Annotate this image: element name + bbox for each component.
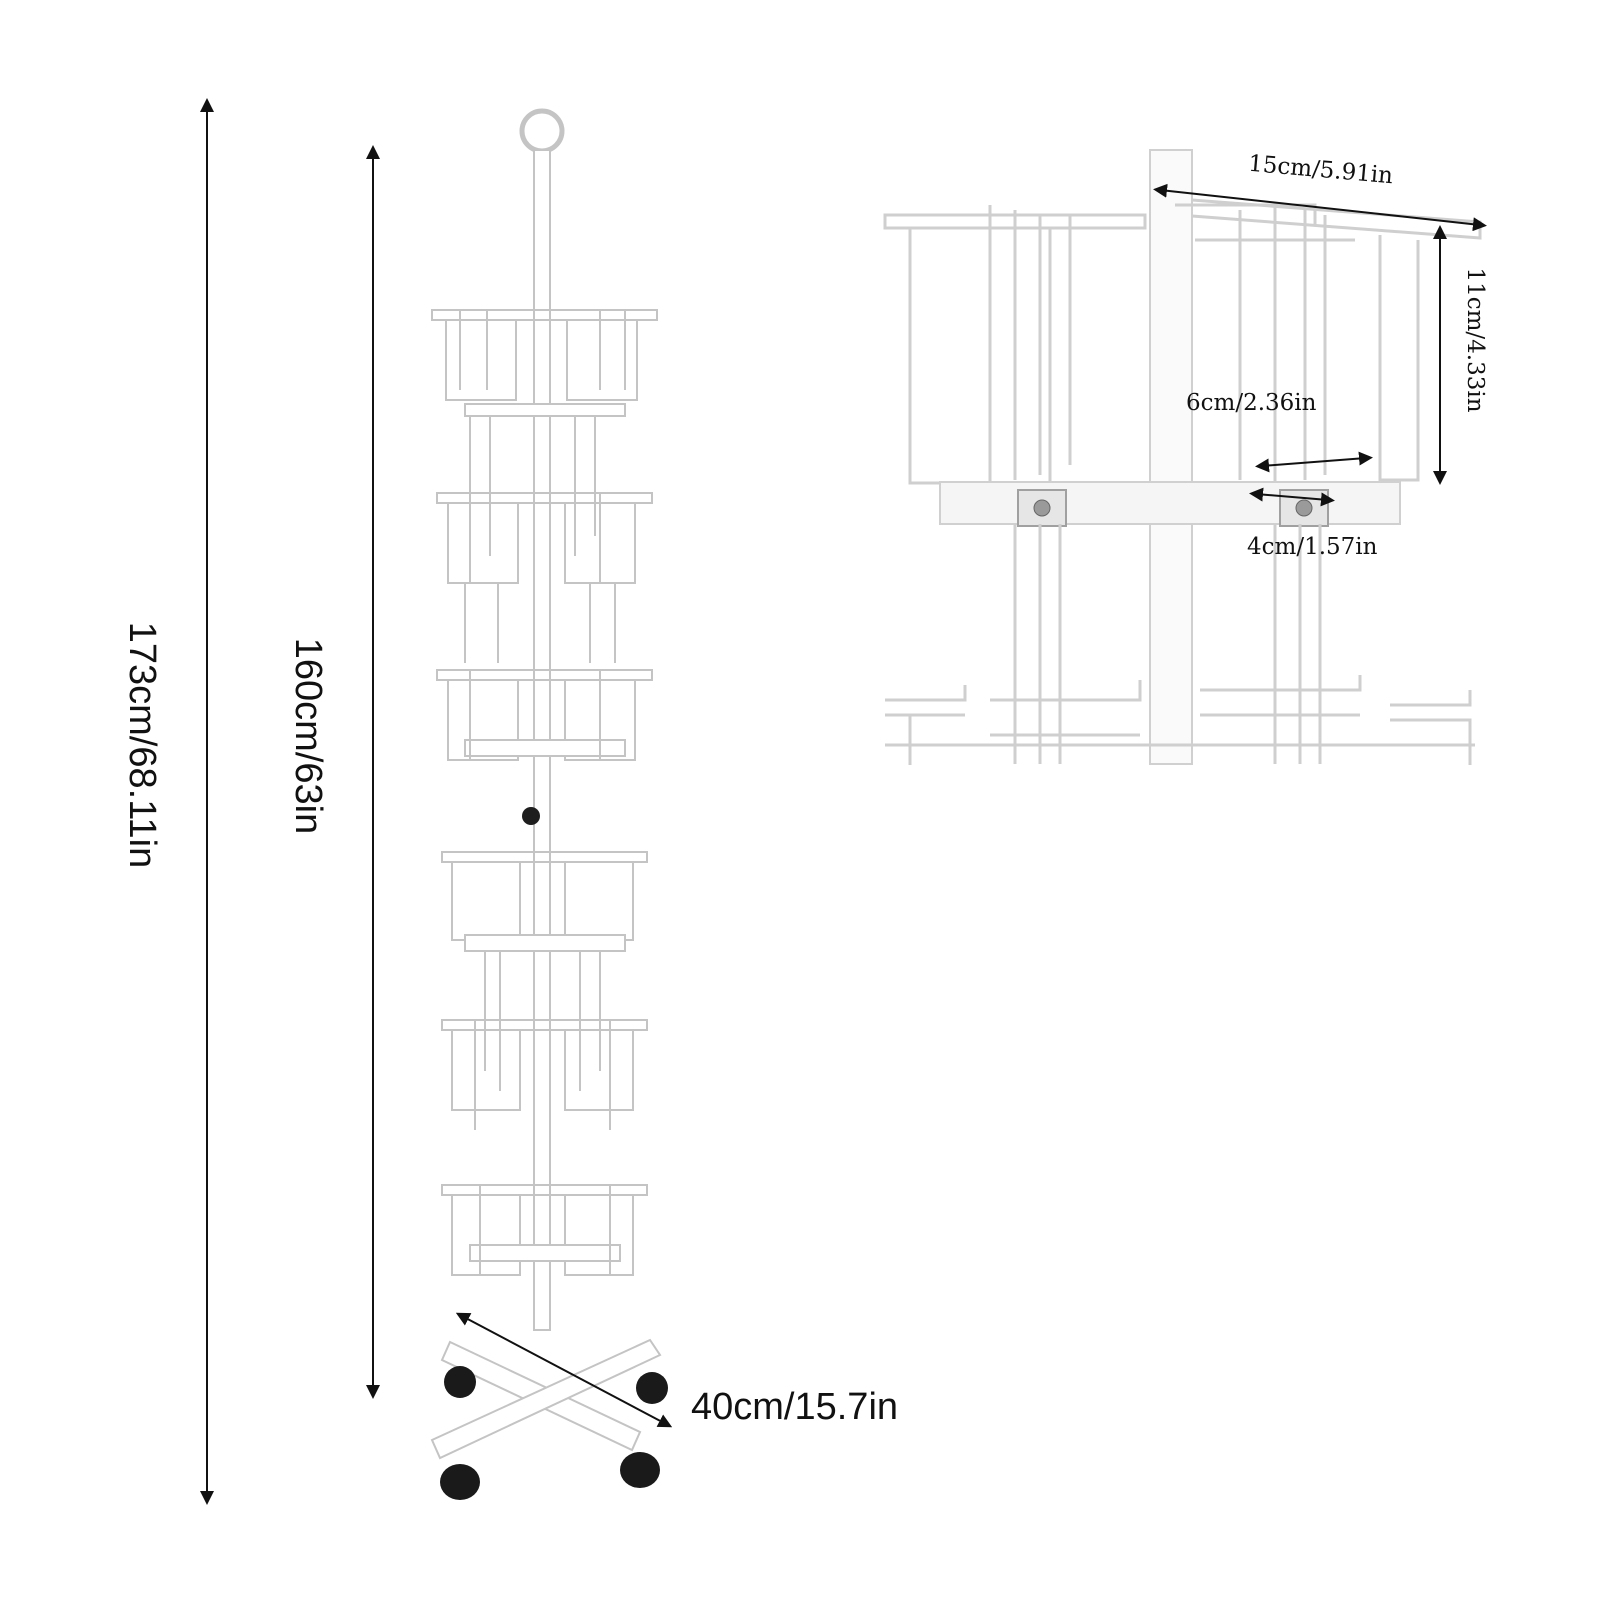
wheel-front-right [620, 1452, 660, 1488]
basket-tier-3 [436, 669, 653, 761]
basket-width-label: 15cm/5.91in [1247, 151, 1394, 190]
slot-width-arrow [1249, 487, 1335, 507]
basket-tier-6 [441, 1184, 648, 1276]
total-height-label: 173cm/68.11in [121, 622, 163, 868]
lock-knob [522, 807, 540, 825]
base-width-arrow [455, 1312, 673, 1428]
cross-base [430, 1338, 662, 1460]
basket-tier-1 [431, 309, 658, 556]
basket-depth-arrow [1255, 451, 1373, 473]
basket-closeup-illustration [883, 149, 1482, 765]
closeup-screw-left [1033, 499, 1051, 517]
basket-depth-label: 6cm/2.36in [1186, 390, 1317, 416]
full-rack-illustration [430, 108, 668, 1500]
basket-tier-4 [441, 851, 648, 1091]
closeup-pole [1149, 149, 1193, 765]
slot-width-label: 4cm/1.57in [1247, 534, 1378, 560]
base-width-label: 40cm/15.7in [691, 1386, 898, 1428]
basket-tiers [431, 309, 658, 1276]
basket-width-arrow [1153, 183, 1487, 232]
closeup-screw-right [1295, 499, 1313, 517]
basket-tier-2 [436, 492, 653, 663]
wheel-front-left [440, 1464, 480, 1500]
wheel-back-right [636, 1372, 668, 1404]
basket-tier-5 [441, 1019, 648, 1130]
pole-height-label: 160cm/63in [287, 638, 329, 834]
wheel-back-left [444, 1366, 476, 1398]
hanging-ring [519, 108, 565, 154]
closeup-bracket-plate [939, 481, 1401, 525]
basket-height-label: 11cm/4.33in [1462, 267, 1488, 412]
